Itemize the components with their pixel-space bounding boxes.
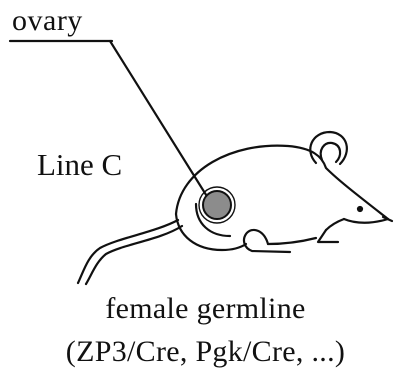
ovary-label: ovary — [12, 6, 83, 36]
ovary-leader-line — [110, 41, 213, 206]
caption-cre-lines: (ZP3/Cre, Pgk/Cre, ...) — [0, 337, 411, 367]
caption-female-germline: female germline — [0, 294, 411, 324]
line-c-label: Line C — [37, 149, 122, 180]
ovary-icon — [203, 191, 231, 219]
